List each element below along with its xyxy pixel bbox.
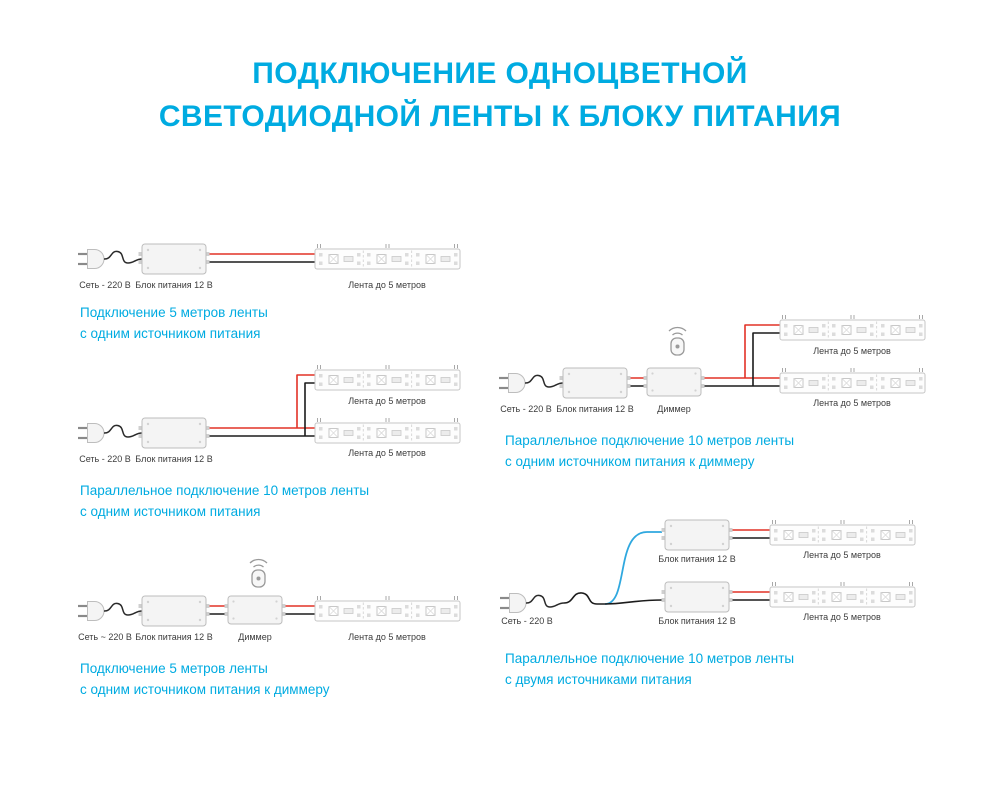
led-strip-top [779, 314, 926, 341]
led-strip-top [314, 364, 461, 391]
caption-2-line1: Параллельное подключение 10 метров ленты [80, 483, 370, 498]
page-title: ПОДКЛЮЧЕНИЕ ОДНОЦВЕТНОЙ СВЕТОДИОДНОЙ ЛЕН… [0, 52, 1000, 138]
mains-label: Сеть - 220 В [79, 280, 131, 290]
led-strip [314, 243, 461, 270]
caption-1-line2: с одним источником питания [80, 326, 261, 341]
led-strip-top [769, 519, 916, 546]
diagram-strip-dimmer: Сеть ~ 220 В Блок питания 12 В Диммер Ле… [76, 558, 461, 642]
mains-label: Сеть - 220 В [500, 404, 552, 414]
caption-4-line1: Параллельное подключение 10 метров ленты [505, 433, 795, 448]
wire-black [732, 537, 770, 601]
plug-icon [76, 600, 144, 622]
page-title-line1: ПОДКЛЮЧЕНИЕ ОДНОЦВЕТНОЙ [252, 57, 748, 90]
psu-block [559, 367, 631, 399]
psu-label: Блок питания 12 В [135, 454, 212, 464]
psu-block-bottom [661, 581, 733, 613]
plug-icon [497, 372, 565, 394]
caption-1: Подключение 5 метров ленты с одним источ… [80, 302, 268, 344]
mains-label: Сеть - 220 В [501, 616, 553, 626]
psu-block [138, 417, 210, 449]
wire-red [207, 374, 315, 429]
led-strip-bottom [314, 417, 461, 444]
wire-black [629, 332, 780, 387]
strip-label: Лента до 5 метров [348, 632, 426, 642]
strip-label-top: Лента до 5 метров [803, 550, 881, 560]
dimmer-label: Диммер [657, 404, 691, 414]
caption-3: Подключение 5 метров ленты с одним источ… [80, 658, 329, 700]
led-strip [314, 595, 461, 622]
wire-red [629, 324, 780, 379]
wire-black-branch [604, 599, 663, 605]
mains-label: Сеть - 220 В [79, 454, 131, 464]
dimmer-label: Диммер [238, 632, 272, 642]
diagram-two-psu: Лента до 5 метров Блок питания 12 В Лент… [498, 519, 916, 626]
caption-2: Параллельное подключение 10 метров ленты… [80, 480, 369, 522]
strip-label-bottom: Лента до 5 метров [348, 448, 426, 458]
dimmer-block [224, 595, 286, 625]
psu-block [138, 243, 210, 275]
strip-label-bottom: Лента до 5 метров [803, 612, 881, 622]
psu-label: Блок питания 12 В [135, 280, 212, 290]
psu-label: Блок питания 12 В [135, 632, 212, 642]
strip-label-bottom: Лента до 5 метров [813, 398, 891, 408]
dimmer-block [643, 367, 705, 397]
caption-2-line2: с одним источником питания [80, 504, 261, 519]
strip-label: Лента до 5 метров [348, 280, 426, 290]
plug-icon [498, 592, 566, 614]
page-title-line2: СВЕТОДИОДНОЙ ЛЕНТЫ К БЛОКУ ПИТАНИЯ [158, 100, 842, 133]
wire-blue [604, 531, 662, 605]
led-strip-bottom [769, 581, 916, 608]
caption-5: Параллельное подключение 10 метров ленты… [505, 648, 794, 690]
caption-4-line2: с одним источником питания к диммеру [505, 454, 755, 469]
strip-label-top: Лента до 5 метров [348, 396, 426, 406]
caption-5-line2: с двумя источниками питания [505, 672, 692, 687]
led-strip-bottom [779, 367, 926, 394]
plug-icon [76, 422, 144, 444]
psu-label-top: Блок питания 12 В [658, 554, 735, 564]
wire-red [732, 529, 770, 593]
mains-label: Сеть ~ 220 В [78, 632, 132, 642]
caption-5-line1: Параллельное подключение 10 метров ленты [505, 651, 795, 666]
diagram-parallel-strips-psu: Лента до 5 метров Лента до 5 метров Сеть… [76, 364, 461, 464]
caption-3-line2: с одним источником питания к диммеру [80, 682, 330, 697]
psu-label-bottom: Блок питания 12 В [658, 616, 735, 626]
wire-mains [563, 592, 605, 605]
diagram-parallel-strips-dimmer: Лента до 5 метров Лента до 5 метров Сеть… [497, 314, 926, 414]
remote-icon [668, 326, 687, 356]
psu-block [138, 595, 210, 627]
caption-3-line1: Подключение 5 метров ленты [80, 661, 268, 676]
psu-label: Блок питания 12 В [556, 404, 633, 414]
remote-icon [249, 558, 268, 588]
caption-4: Параллельное подключение 10 метров ленты… [505, 430, 794, 472]
wire-black [207, 382, 315, 437]
caption-1-line1: Подключение 5 метров ленты [80, 305, 268, 320]
psu-block-top [661, 519, 733, 551]
plug-icon [76, 248, 144, 270]
strip-label-top: Лента до 5 метров [813, 346, 891, 356]
diagram-single-strip-psu: Сеть - 220 В Блок питания 12 В Лента до … [76, 243, 461, 290]
